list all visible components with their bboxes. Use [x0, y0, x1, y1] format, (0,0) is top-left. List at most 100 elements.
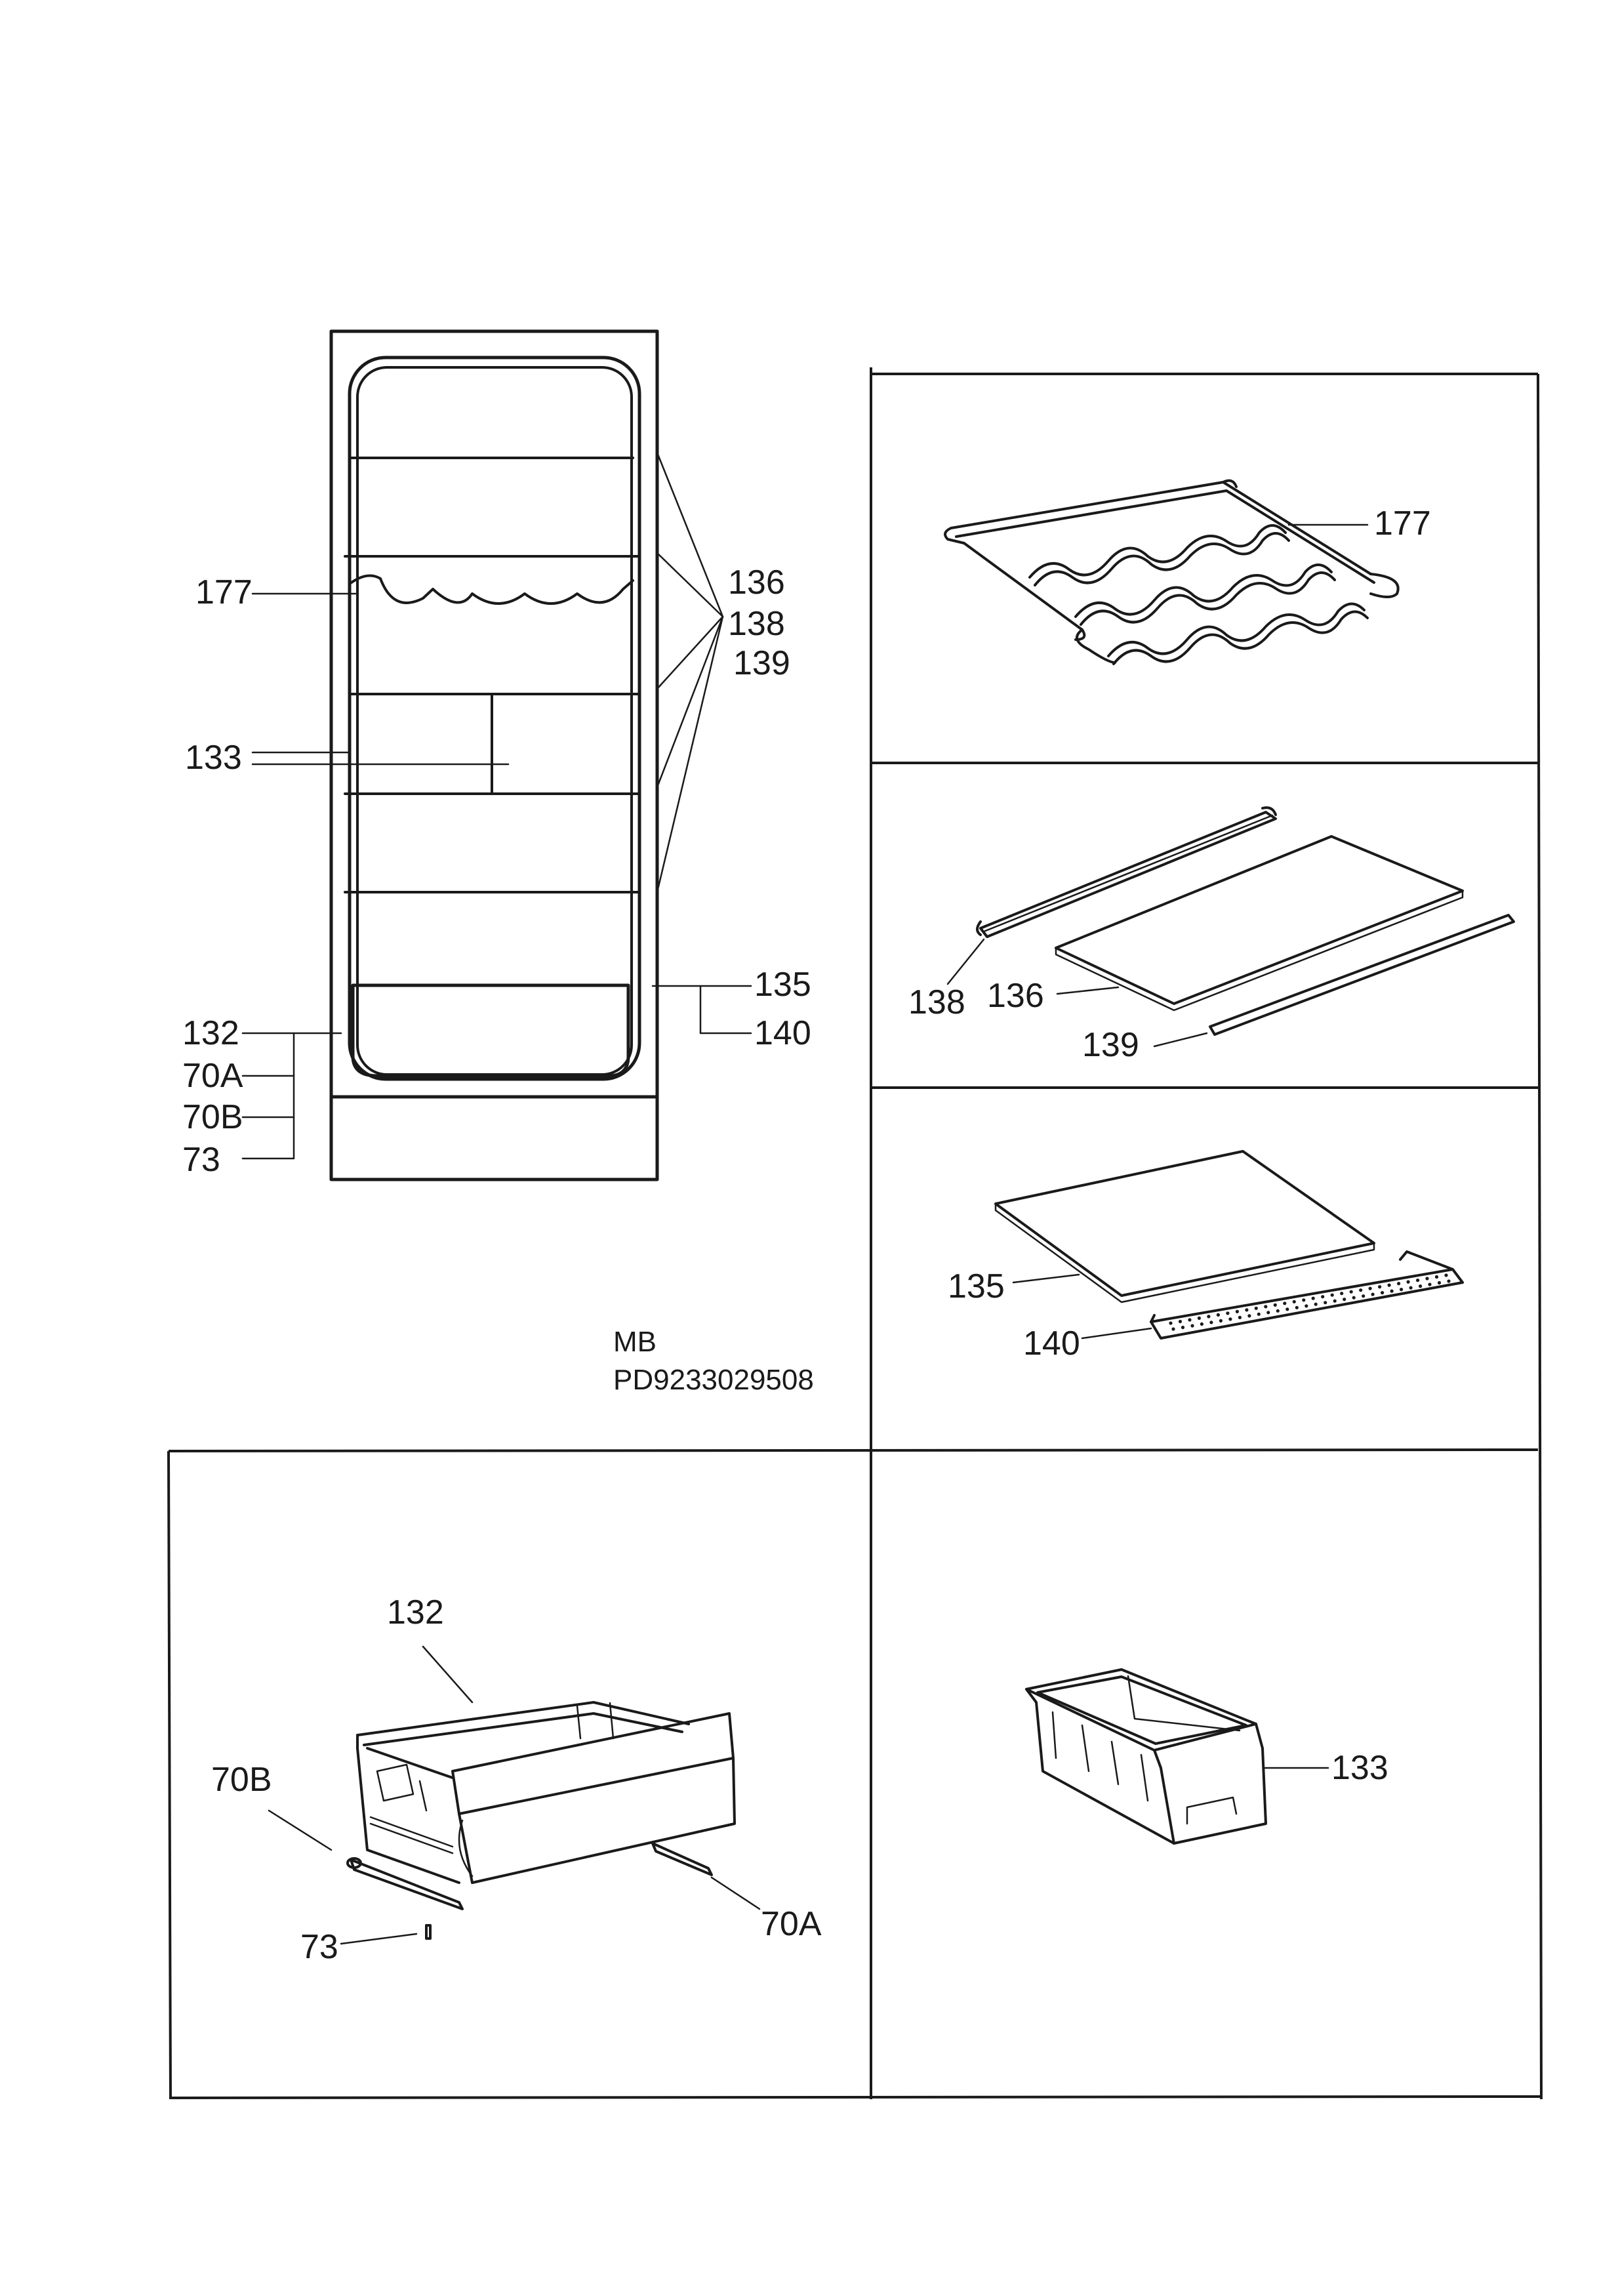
box-ribs [1051, 1711, 1149, 1802]
frame-divider-3 [168, 1448, 1539, 1452]
perforation-dot [1362, 1294, 1365, 1298]
runner-70A [651, 1842, 713, 1876]
perforation-dot [1321, 1295, 1325, 1299]
cabinet-outline [329, 329, 659, 1181]
perforation-dot [1409, 1286, 1413, 1290]
perforation-dot [1419, 1284, 1423, 1288]
drawer-front-curve [458, 1819, 474, 1877]
overview-leaders [241, 451, 752, 1160]
overview-labels: 177 133 136 138 139 135 140 132 70A 70B … [182, 564, 811, 1179]
perforation-dot [1387, 1283, 1391, 1287]
leader-panel-140 [1081, 1327, 1152, 1340]
perforation-dot [1273, 1303, 1277, 1307]
perforation-dot [1349, 1290, 1353, 1294]
panel-drawer: 132 70B 70A 73 [211, 1593, 822, 1966]
drawer-outline [351, 983, 630, 1078]
perforation-dot [1216, 1313, 1220, 1317]
box-left-side [1025, 1688, 1175, 1845]
perforation-dot [1190, 1324, 1194, 1328]
panel-box: 133 [1025, 1668, 1388, 1845]
perforation-dot [1371, 1292, 1375, 1296]
panel-frames [167, 367, 1543, 2100]
leader-73 [241, 1032, 295, 1160]
leader-fan-2 [656, 552, 724, 618]
perforation-dot [1283, 1302, 1287, 1305]
screw-73 [425, 1924, 432, 1940]
box-front-side [1153, 1723, 1267, 1845]
drawer-left-inner [366, 1747, 454, 1779]
perforation-dot [1171, 1327, 1175, 1331]
shelf-trim-138-end-right [1261, 806, 1277, 816]
perforation-dot [1340, 1292, 1344, 1296]
perforation-dot [1425, 1277, 1429, 1281]
box-notch [1186, 1796, 1238, 1825]
leader-panel-138 [946, 938, 985, 985]
perforation-dot [1447, 1279, 1451, 1283]
shelf-glass-136-edge [1055, 890, 1464, 1012]
panel-label-138: 138 [908, 983, 965, 1021]
perforation-dot [1228, 1317, 1232, 1321]
wine-rack-wave [348, 574, 634, 605]
shelf-trim-139 [1209, 914, 1515, 1036]
label-138: 138 [728, 605, 785, 643]
perforation-dot [1368, 1286, 1372, 1290]
drawer-handle-slot [376, 1763, 415, 1802]
perforation-dot [1254, 1306, 1258, 1310]
drawer-inner-ribs [418, 1702, 615, 1812]
frame-left [167, 1450, 172, 2100]
perforation-dot [1257, 1312, 1261, 1316]
perforation-dot [1444, 1273, 1448, 1277]
perforation-dot [1245, 1308, 1249, 1312]
rack-wave-2b [1080, 571, 1336, 626]
bottom-trim-perforation [1169, 1273, 1451, 1331]
perforation-dot [1285, 1307, 1289, 1311]
perforation-dot [1416, 1279, 1420, 1282]
rack-front-loop [1076, 628, 1116, 664]
panel-label-177: 177 [1374, 504, 1431, 543]
perforation-dot [1352, 1296, 1356, 1300]
perforation-dot [1197, 1316, 1201, 1320]
label-140: 140 [754, 1014, 811, 1052]
perforation-dot [1406, 1280, 1410, 1284]
perforation-dot [1247, 1314, 1251, 1318]
panel-label-133: 133 [1331, 1749, 1388, 1787]
perforation-dot [1305, 1304, 1308, 1308]
panel-label-136: 136 [987, 977, 1044, 1015]
bottom-trim-140-lip [1150, 1314, 1156, 1323]
rack-top-hook [1222, 479, 1238, 488]
perforation-dot [1333, 1299, 1337, 1303]
leader-140 [699, 985, 752, 1035]
bottom-trim-140-end [1399, 1250, 1454, 1271]
perforation-dot [1359, 1288, 1363, 1292]
cabinet-inner-liner-2 [356, 366, 633, 1076]
leader-fan-4 [656, 615, 724, 789]
rack-left-hook [944, 527, 965, 544]
runner-70B-roller [346, 1857, 362, 1869]
perforation-dot [1169, 1321, 1173, 1325]
drawer-front-face [451, 1712, 735, 1815]
rack-top-rail-inner [955, 489, 1375, 584]
perforation-dot [1188, 1318, 1192, 1322]
cabinet-inner-liner [348, 356, 641, 1081]
frame-bottom [170, 2095, 1542, 2099]
perforation-dot [1330, 1293, 1334, 1297]
shelf-trim-138-end-left [976, 920, 982, 936]
drawer-back-rim-inner [363, 1712, 683, 1746]
panel-label-70A: 70A [761, 1905, 822, 1943]
fridge-cabinet-overview [329, 329, 659, 1181]
perforation-dot [1207, 1315, 1211, 1319]
perforation-dot [1390, 1289, 1394, 1293]
model-code: PD9233029508 [613, 1364, 814, 1396]
perforation-dot [1434, 1275, 1439, 1279]
perforation-dot [1437, 1281, 1442, 1285]
label-70B: 70B [182, 1098, 243, 1136]
leader-panel-70B [268, 1809, 333, 1851]
leader-panel-135 [1012, 1273, 1080, 1284]
label-73: 73 [182, 1141, 220, 1179]
panel-label-139: 139 [1082, 1026, 1139, 1064]
rack-wave-2 [1074, 564, 1333, 618]
panel-label-132: 132 [387, 1593, 444, 1631]
perforation-dot [1266, 1311, 1270, 1315]
leader-panel-139 [1153, 1032, 1208, 1048]
